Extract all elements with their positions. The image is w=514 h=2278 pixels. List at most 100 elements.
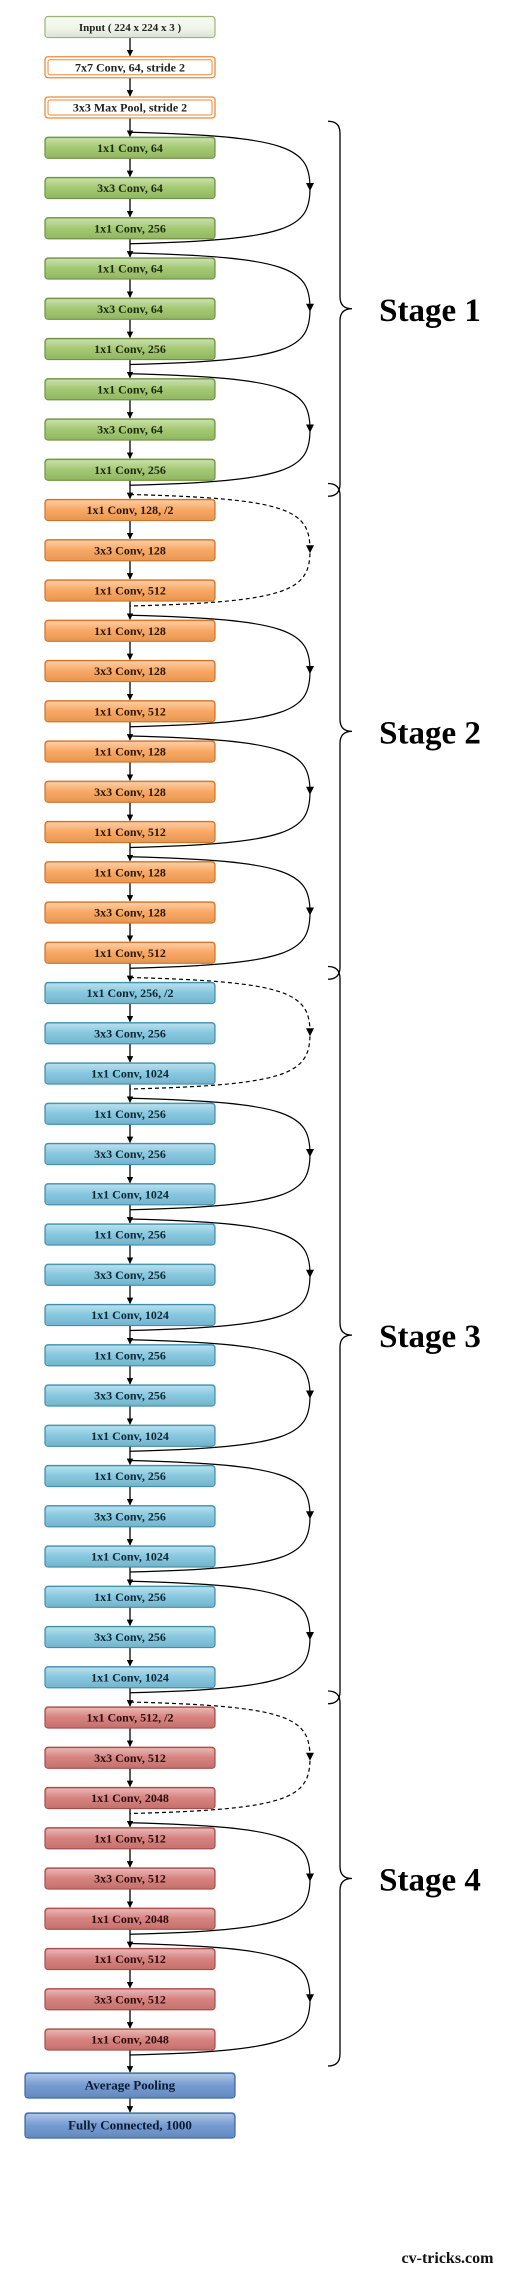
stage1-unit2-layer3-label: 1x1 Conv, 256 xyxy=(94,342,166,356)
stage3-unit3-layer1: 1x1 Conv, 256 xyxy=(44,1223,216,1246)
stage3-unit5-layer2-label: 3x3 Conv, 256 xyxy=(94,1509,166,1523)
stage2-unit4-layer1: 1x1 Conv, 128 xyxy=(44,861,216,884)
stage2-unit1-layer3: 1x1 Conv, 512 xyxy=(44,579,216,602)
stage2-unit2-layer1: 1x1 Conv, 128 xyxy=(44,619,216,642)
stage1-unit2-layer3: 1x1 Conv, 256 xyxy=(44,337,216,361)
stage1-unit1-layer1: 1x1 Conv, 64 xyxy=(44,136,216,159)
stage3-unit5-layer3-label: 1x1 Conv, 1024 xyxy=(91,1550,169,1564)
stage3-brace xyxy=(327,965,353,1705)
stage4-unit2-layer2-label: 3x3 Conv, 512 xyxy=(94,1872,166,1886)
stage3-unit3-layer2: 3x3 Conv, 256 xyxy=(44,1263,216,1286)
shortcut-arrowhead xyxy=(306,1390,314,1399)
shortcut-arrowhead xyxy=(306,303,314,312)
stage2-unit4-layer2: 3x3 Conv, 128 xyxy=(44,901,216,924)
shortcut-arrowhead xyxy=(306,1994,314,2003)
stage3-unit4-layer2: 3x3 Conv, 256 xyxy=(44,1384,216,1407)
stage2-unit4-layer2-label: 3x3 Conv, 128 xyxy=(94,906,166,920)
stage2-unit1-layer2: 3x3 Conv, 128 xyxy=(44,539,216,562)
stage2-unit4-layer1-label: 1x1 Conv, 128 xyxy=(94,865,166,879)
stage2-unit3-layer2: 3x3 Conv, 128 xyxy=(44,780,216,803)
stage3-unit3-layer3: 1x1 Conv, 1024 xyxy=(44,1303,216,1327)
stage1-unit3-layer1-label: 1x1 Conv, 64 xyxy=(97,382,163,396)
shortcut-arrowhead xyxy=(306,424,314,433)
head-block-average-pooling: Average Pooling xyxy=(24,2072,236,2099)
stage3-unit5-layer1: 1x1 Conv, 256 xyxy=(44,1464,216,1488)
stage1-brace xyxy=(327,120,353,497)
stage1-unit3-layer2: 3x3 Conv, 64 xyxy=(44,418,216,441)
head-block-fully-connected-1000: Fully Connected, 1000 xyxy=(24,2112,236,2139)
shortcut-arrowhead xyxy=(306,666,314,674)
stage4-unit1-layer1-label: 1x1 Conv, 512, /2 xyxy=(86,1711,173,1725)
stage3-unit4-layer2-label: 3x3 Conv, 256 xyxy=(94,1389,166,1403)
stage2-unit2-layer1-label: 1x1 Conv, 128 xyxy=(94,624,166,638)
shortcut-arrowhead xyxy=(306,907,314,916)
stage4-brace xyxy=(327,1690,353,2067)
stage4-unit3-layer2-label: 3x3 Conv, 512 xyxy=(94,1992,166,2006)
stage2-unit4-layer3: 1x1 Conv, 512 xyxy=(44,941,216,964)
stage2-unit1-layer1-label: 1x1 Conv, 128, /2 xyxy=(86,503,173,517)
stage3-unit1-layer1: 1x1 Conv, 256, /2 xyxy=(44,981,216,1005)
stage3-unit3-layer1-label: 1x1 Conv, 256 xyxy=(94,1228,166,1242)
stage1-label: Stage 1 xyxy=(379,293,481,329)
stage3-unit1-layer1-label: 1x1 Conv, 256, /2 xyxy=(86,986,173,1000)
stage4-unit3-layer1-label: 1x1 Conv, 512 xyxy=(94,1952,166,1966)
stage1-unit1-layer3-label: 1x1 Conv, 256 xyxy=(94,221,166,235)
stage1-unit3-layer3: 1x1 Conv, 256 xyxy=(44,458,216,481)
stage3-unit2-layer2: 3x3 Conv, 256 xyxy=(44,1142,216,1166)
stage1-unit3-layer2-label: 3x3 Conv, 64 xyxy=(97,423,163,437)
stage3-unit2-layer1-label: 1x1 Conv, 256 xyxy=(94,1107,166,1121)
stage1-unit1-layer1-label: 1x1 Conv, 64 xyxy=(97,141,163,155)
stage2-unit2-layer3-label: 1x1 Conv, 512 xyxy=(94,704,166,718)
stage3-unit2-layer1: 1x1 Conv, 256 xyxy=(44,1102,216,1125)
stage2-unit1-layer1: 1x1 Conv, 128, /2 xyxy=(44,498,216,522)
stage3-unit5-layer2: 3x3 Conv, 256 xyxy=(44,1505,216,1528)
shortcut-arrowhead xyxy=(306,183,314,191)
stem-block-3x3-max-pool-stride-2-label: 3x3 Max Pool, stride 2 xyxy=(73,101,187,115)
stage3-unit1-layer3: 1x1 Conv, 1024 xyxy=(44,1062,216,1085)
shortcut-arrowhead xyxy=(306,786,314,795)
stage3-unit1-layer2-label: 3x3 Conv, 256 xyxy=(94,1026,166,1040)
stage3-unit6-layer2: 3x3 Conv, 256 xyxy=(44,1625,216,1649)
stage3-unit1-layer2: 3x3 Conv, 256 xyxy=(44,1022,216,1045)
input-block-label: Input ( 224 x 224 x 3 ) xyxy=(79,22,182,34)
connection-lines xyxy=(126,37,314,2113)
shortcut-arrowhead xyxy=(306,1873,314,1882)
stage4-unit2-layer1: 1x1 Conv, 512 xyxy=(44,1827,216,1850)
stage2-brace xyxy=(327,482,353,980)
shortcut-arrowhead xyxy=(306,1632,314,1640)
stage3-unit2-layer3: 1x1 Conv, 1024 xyxy=(44,1183,216,1206)
stage2-unit4-layer3-label: 1x1 Conv, 512 xyxy=(94,946,166,960)
stage3-unit2-layer3-label: 1x1 Conv, 1024 xyxy=(91,1187,169,1201)
stage1-unit3-layer1: 1x1 Conv, 64 xyxy=(44,378,216,401)
head-block-average-pooling-label: Average Pooling xyxy=(85,2078,176,2093)
stage1-unit2-layer2-label: 3x3 Conv, 64 xyxy=(97,302,163,316)
stage4-unit3-layer2: 3x3 Conv, 512 xyxy=(44,1988,216,2011)
stem-block-7x7-conv-64-stride-2-label: 7x7 Conv, 64, stride 2 xyxy=(75,60,185,74)
stage3-unit2-layer2-label: 3x3 Conv, 256 xyxy=(94,1147,166,1161)
stage2-unit3-layer3: 1x1 Conv, 512 xyxy=(44,820,216,844)
stage4-label: Stage 4 xyxy=(379,1863,481,1899)
stage3-unit6-layer3-label: 1x1 Conv, 1024 xyxy=(91,1670,169,1684)
shortcut-arrowhead xyxy=(306,545,314,554)
stage4-unit3-layer3-label: 1x1 Conv, 2048 xyxy=(91,2033,169,2047)
stage2-unit2-layer3: 1x1 Conv, 512 xyxy=(44,700,216,723)
stage3-unit1-layer3-label: 1x1 Conv, 1024 xyxy=(91,1067,169,1081)
stage4-unit2-layer3-label: 1x1 Conv, 2048 xyxy=(91,1912,169,1926)
stage2-unit2-layer2: 3x3 Conv, 128 xyxy=(44,659,216,683)
layer-blocks: Input ( 224 x 224 x 3 ) 7x7 Conv, 64, str… xyxy=(24,15,236,2139)
shortcut-arrowhead xyxy=(306,1511,314,1520)
stage4-unit1-layer3: 1x1 Conv, 2048 xyxy=(44,1786,216,1810)
head-block-fully-connected-1000-label: Fully Connected, 1000 xyxy=(68,2118,192,2133)
stage2-unit1-layer3-label: 1x1 Conv, 512 xyxy=(94,584,166,598)
stage4-unit1-layer2: 3x3 Conv, 512 xyxy=(44,1746,216,1769)
stage4-unit1-layer3-label: 1x1 Conv, 2048 xyxy=(91,1791,169,1805)
stage3-unit4-layer3: 1x1 Conv, 1024 xyxy=(44,1424,216,1447)
stage4-unit2-layer3: 1x1 Conv, 2048 xyxy=(44,1907,216,1930)
stage3-unit6-layer2-label: 3x3 Conv, 256 xyxy=(94,1630,166,1644)
stage1-unit2-layer1: 1x1 Conv, 64 xyxy=(44,257,216,280)
stage4-unit2-layer2: 3x3 Conv, 512 xyxy=(44,1867,216,1890)
shortcut-arrowhead xyxy=(306,1752,314,1761)
stage3-unit4-layer3-label: 1x1 Conv, 1024 xyxy=(91,1429,169,1443)
